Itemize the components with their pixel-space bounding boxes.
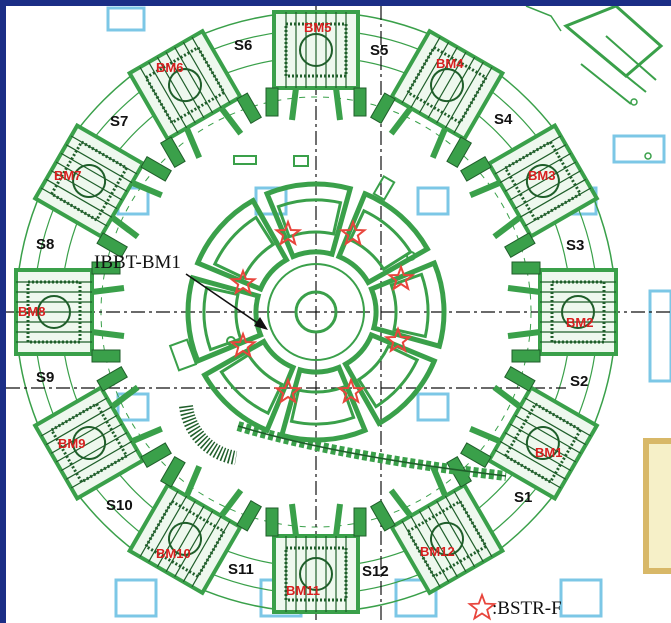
bm-label-bm5: BM5 xyxy=(304,20,331,35)
bm-label-bm3: BM3 xyxy=(528,168,555,183)
section-label-s8: S8 xyxy=(36,236,54,253)
bending-magnet-blocks xyxy=(14,10,618,614)
bstr-f-star xyxy=(386,264,416,292)
section-label-s6: S6 xyxy=(234,37,252,54)
bstr-f-star xyxy=(273,377,303,405)
bstr-f-star xyxy=(338,219,368,247)
bstr-f-stars xyxy=(228,219,416,405)
ring-diagram: IBBT-BM1 S1 S2 S3 S4 S5 S6 S7 S8 S9 S10 … xyxy=(6,6,671,623)
bm-label-bm11: BM11 xyxy=(286,583,320,598)
bstr-f-star xyxy=(336,377,366,405)
section-label-s10: S10 xyxy=(106,497,133,514)
bstr-f-star xyxy=(228,331,258,359)
bstr-f-star xyxy=(383,326,413,354)
bstr-f-star xyxy=(228,268,258,296)
section-label-s4: S4 xyxy=(494,111,513,128)
bm-label-bm10: BM10 xyxy=(156,546,191,561)
bm-label-bm6: BM6 xyxy=(156,60,183,75)
bending-magnet-labels: BM1 BM2 BM3 BM4 BM5 BM6 BM7 BM8 BM9 BM10… xyxy=(18,20,593,598)
legend: :BSTR-F xyxy=(467,592,562,621)
bm-label-bm4: BM4 xyxy=(436,56,464,71)
star-icon xyxy=(467,592,497,621)
bm-label-bm12: BM12 xyxy=(420,544,455,559)
annotation-label: IBBT-BM1 xyxy=(94,252,181,273)
section-label-s12: S12 xyxy=(362,563,389,580)
section-labels: S1 S2 S3 S4 S5 S6 S7 S8 S9 S10 S11 S12 xyxy=(36,37,588,580)
bstr-f-star xyxy=(273,219,303,247)
section-label-s2: S2 xyxy=(570,373,588,390)
section-label-s9: S9 xyxy=(36,369,54,386)
bm-label-bm9: BM9 xyxy=(58,436,85,451)
transport-line xyxy=(168,155,507,481)
legend-label: :BSTR-F xyxy=(492,598,562,619)
bm-label-bm2: BM2 xyxy=(566,315,593,330)
bm-label-bm8: BM8 xyxy=(18,304,45,319)
ibbt-bm1-annotation: IBBT-BM1 xyxy=(94,252,268,330)
section-label-s7: S7 xyxy=(110,113,128,130)
bm-label-bm7: BM7 xyxy=(54,168,81,183)
section-label-s5: S5 xyxy=(370,42,388,59)
section-label-s3: S3 xyxy=(566,237,584,254)
section-label-s11: S11 xyxy=(228,561,254,578)
ring-layout-drawing: IBBT-BM1 S1 S2 S3 S4 S5 S6 S7 S8 S9 S10 … xyxy=(6,6,671,623)
section-label-s1: S1 xyxy=(514,489,532,506)
bm-label-bm1: BM1 xyxy=(535,445,562,460)
